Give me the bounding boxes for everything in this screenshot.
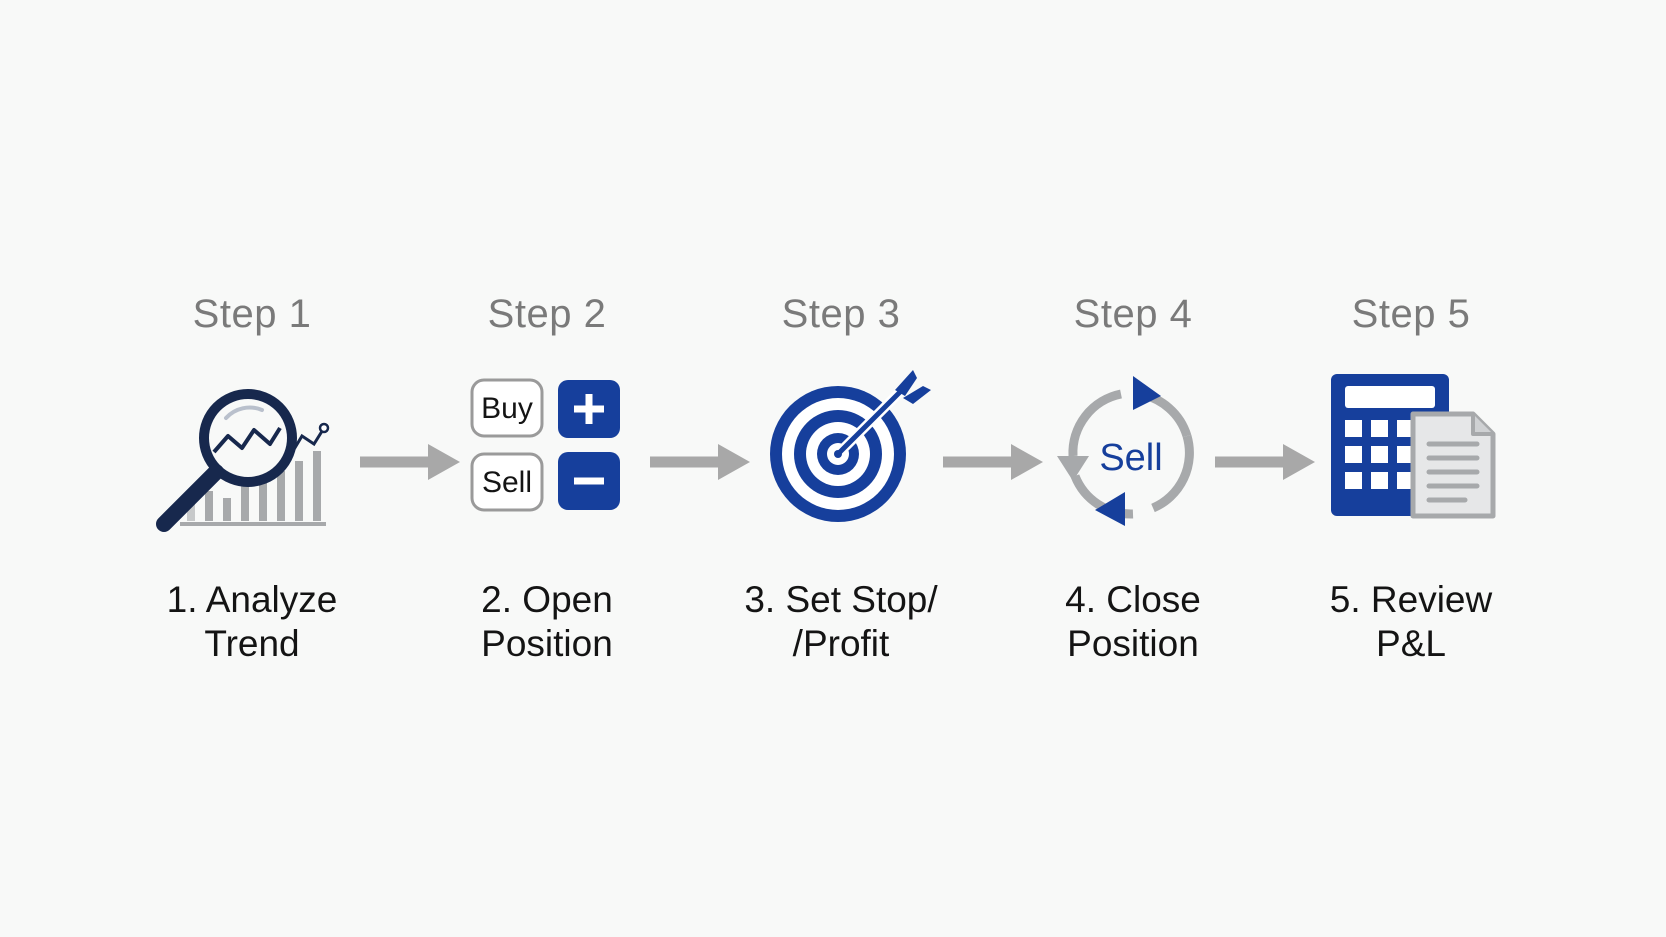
step-3-caption: 3. Set Stop/ /Profit — [744, 579, 938, 664]
buy-box — [470, 378, 544, 438]
step-1-caption: 1. Analyze Trend — [166, 579, 338, 664]
step-4-label: Step 4 — [1073, 292, 1193, 336]
step-2: Step 2 Buy Sell 2. Open Position — [397, 290, 697, 666]
step-3-label: Step 3 — [781, 292, 901, 336]
step-2-caption: 2. Open Position — [481, 579, 613, 664]
sell-box — [470, 452, 544, 512]
step-1-label: Step 1 — [192, 292, 312, 336]
sell-text: Sell — [482, 466, 532, 499]
arrow-right-icon — [1215, 444, 1315, 480]
step-2-label: Step 2 — [487, 292, 607, 336]
step-1: Step 1 1. Analyze Trend — [102, 290, 402, 666]
sell-cycle-text: Sell — [1099, 437, 1162, 479]
step-3: Step 3 3. Set Stop/ /Profit — [691, 290, 991, 666]
sell-cycle-icon: Sell — [1057, 376, 1194, 526]
buy-text: Buy — [481, 392, 533, 425]
step-5: Step 5 5. Review P&L — [1261, 290, 1561, 666]
magnifier-trend-icon — [156, 389, 330, 532]
step-5-caption: 5. Review P&L — [1329, 579, 1493, 664]
arrow-right-icon — [943, 444, 1043, 480]
target-icon — [770, 370, 931, 522]
arrow-right-icon — [650, 444, 750, 480]
step-4: Step 4 Sell 4. Close Position — [983, 290, 1283, 666]
step-5-label: Step 5 — [1351, 292, 1471, 336]
calculator-report-icon — [1331, 374, 1496, 519]
arrow-right-icon — [360, 444, 460, 480]
step-4-caption: 4. Close Position — [1065, 579, 1201, 664]
buy-sell-icon: Buy Sell — [470, 378, 620, 512]
